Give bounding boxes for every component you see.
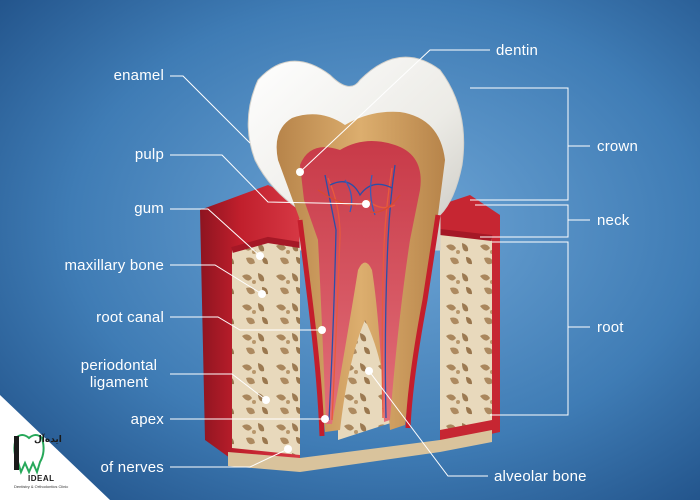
leader-enamel [170, 75, 251, 144]
leader-maxillary-bone [170, 264, 263, 295]
label-root: root [597, 319, 624, 336]
logo-corner [0, 395, 110, 500]
logo-subtitle: Dentistry & Orthodontics Clinic [14, 484, 69, 489]
label-ligament: ligament [89, 374, 149, 391]
nerves-vessels [317, 164, 401, 421]
leader-pulp [170, 154, 366, 205]
leader-gum [170, 208, 261, 257]
label-apex: apex [130, 411, 164, 428]
leader-nerves [170, 448, 289, 468]
leader-dots [256, 168, 373, 453]
bracket-neck [475, 204, 590, 238]
label-neck: neck [597, 212, 630, 229]
leader-periodontal-ligament [170, 373, 267, 401]
label-pulp: pulp [134, 146, 164, 163]
logo-persian-text: ایده‌آل [34, 434, 62, 444]
label-gum: gum [134, 200, 164, 217]
label-alveolar-bone: alveolar bone [494, 468, 587, 485]
logo-name: IDEAL [28, 474, 55, 483]
leader-lines [170, 49, 590, 477]
leader-dentin [299, 49, 490, 173]
periodontal-ligament-line [297, 214, 441, 437]
gum-section-edge [231, 236, 301, 253]
bone-section-right [440, 232, 492, 430]
bone-section [232, 240, 300, 455]
pulp-chamber [300, 141, 421, 424]
label-enamel: enamel [113, 67, 164, 84]
label-crown: crown [597, 138, 639, 155]
bone-base [228, 430, 492, 472]
leader-alveolar-bone [368, 370, 488, 477]
bracket-root [490, 241, 590, 416]
label-root-canal: root canal [96, 309, 164, 326]
bracket-crown [470, 87, 590, 201]
logo-tooth-icon [13, 434, 45, 475]
label-nerves: of nerves [100, 459, 164, 476]
label-dentin: dentin [496, 42, 539, 59]
label-maxillary-bone: maxillary bone [64, 257, 164, 274]
leader-root-canal [170, 316, 322, 331]
label-periodontal: periodontal [80, 357, 158, 374]
